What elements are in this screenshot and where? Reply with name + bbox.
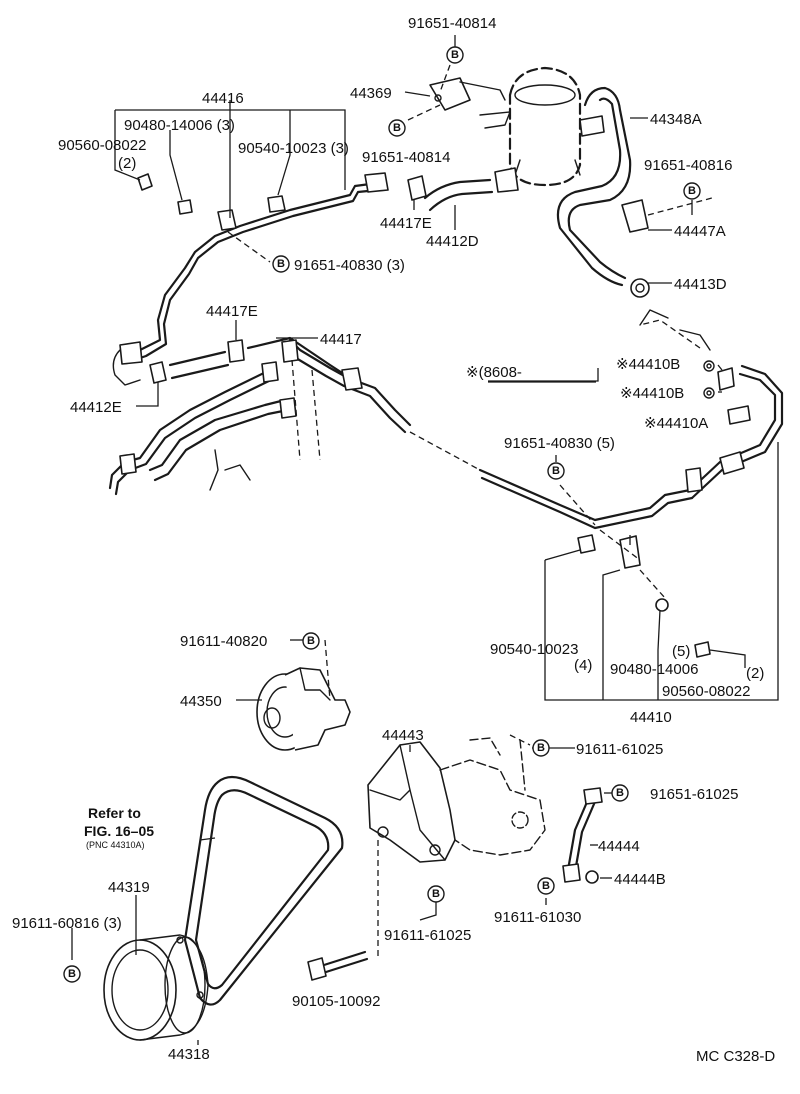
label-91651-40830-5: 91651-40830 (5) bbox=[504, 435, 615, 452]
bolt-marker-91611-40820: B bbox=[302, 632, 320, 650]
label-figure-code: MC C328-D bbox=[696, 1048, 775, 1065]
label-44416: 44416 bbox=[202, 90, 244, 107]
drive-belt bbox=[183, 775, 344, 1006]
label-refer-fig: FIG. 16–05 bbox=[84, 823, 154, 839]
label-91611-61025-top: 91611-61025 bbox=[576, 741, 663, 758]
bracket-44369 bbox=[429, 77, 511, 129]
svg-text:B: B bbox=[451, 49, 459, 61]
svg-text:B: B bbox=[616, 787, 624, 799]
label-90480-14006: 90480-14006 bbox=[610, 661, 698, 678]
pressure-tube-44410 bbox=[409, 309, 784, 530]
bolt-marker-91651-40814-mid: B bbox=[388, 119, 406, 137]
clamp-44413D bbox=[630, 278, 650, 298]
label-90560-08022-qty: (2) bbox=[118, 155, 136, 172]
label-44348A: 44348A bbox=[650, 111, 702, 128]
pressure-tube-44416 bbox=[112, 172, 389, 386]
label-90540-10023-3: 90540-10023 (3) bbox=[238, 140, 349, 157]
svg-text:B: B bbox=[542, 880, 550, 892]
pulley-44319 bbox=[103, 934, 209, 1041]
clamp-44447A bbox=[621, 197, 713, 233]
stay-44444 bbox=[562, 787, 603, 884]
svg-text:B: B bbox=[552, 465, 560, 477]
label-91611-61025-bot: 91611-61025 bbox=[384, 927, 471, 944]
bolt-marker-91651-40830-5: B bbox=[547, 462, 565, 480]
label-91651-61025: 91651-61025 bbox=[650, 786, 738, 803]
bolt-marker-91651-40814-top: B bbox=[446, 46, 464, 64]
hose-44348A bbox=[556, 86, 632, 287]
label-44350: 44350 bbox=[180, 693, 222, 710]
bolt-marker-91611-61025-bot: B bbox=[427, 885, 445, 903]
small-fittings-44416 bbox=[137, 173, 286, 215]
hose-44412E bbox=[149, 336, 352, 384]
label-44410A: ※44410A bbox=[644, 415, 708, 432]
label-91651-40830-3: 91651-40830 (3) bbox=[294, 257, 405, 274]
label-90560-08022: 90560-08022 bbox=[58, 137, 146, 154]
label-90540-10023: 90540-10023 bbox=[490, 641, 578, 658]
part-labels: 91651-40814 44369 44348A 44416 90480-140… bbox=[12, 15, 775, 1065]
svg-text:B: B bbox=[537, 742, 545, 754]
bracket-44443 bbox=[367, 737, 546, 863]
bolt-marker-91611-60816: B bbox=[63, 965, 81, 983]
bolt-marker-91611-61025-top: B bbox=[532, 739, 550, 757]
reservoir-tank bbox=[508, 66, 582, 187]
bolt-marker-91651-40816: B bbox=[683, 182, 701, 200]
label-91611-40820: 91611-40820 bbox=[180, 633, 267, 650]
svg-text:B: B bbox=[68, 968, 76, 980]
union-bolt-44410A bbox=[727, 405, 751, 425]
label-44444B: 44444B bbox=[614, 871, 666, 888]
label-44417E-top: 44417E bbox=[380, 215, 432, 232]
label-8608: ※(8608- bbox=[466, 364, 522, 381]
label-90480-14006-qty: (5) bbox=[672, 643, 690, 660]
label-refer-pnc: (PNC 44310A) bbox=[86, 840, 145, 850]
svg-text:B: B bbox=[688, 185, 696, 197]
label-90540-10023-qty: (4) bbox=[574, 657, 592, 674]
label-91651-40816: 91651-40816 bbox=[644, 157, 732, 174]
label-44412E: 44412E bbox=[70, 399, 122, 416]
svg-text:B: B bbox=[393, 122, 401, 134]
label-44318: 44318 bbox=[168, 1046, 210, 1063]
label-44410: 44410 bbox=[630, 709, 672, 726]
orings-44410B bbox=[703, 360, 715, 399]
return-tube-44417 bbox=[108, 338, 412, 496]
label-44413D: 44413D bbox=[674, 276, 727, 293]
bolt-marker-91651-40830-3: B bbox=[272, 255, 290, 273]
label-44447A: 44447A bbox=[674, 223, 726, 240]
label-44319: 44319 bbox=[108, 879, 150, 896]
label-44412D: 44412D bbox=[426, 233, 479, 250]
label-44369: 44369 bbox=[350, 85, 392, 102]
svg-text:B: B bbox=[432, 888, 440, 900]
label-91651-40814-top: 91651-40814 bbox=[408, 15, 496, 32]
label-90105-10092: 90105-10092 bbox=[292, 993, 380, 1010]
label-91611-60816-3: 91611-60816 (3) bbox=[12, 915, 122, 932]
label-91611-61030: 91611-61030 bbox=[494, 909, 581, 926]
label-44443: 44443 bbox=[382, 727, 424, 744]
small-parts-44410 bbox=[559, 484, 711, 658]
bolt-90105-10092 bbox=[307, 840, 379, 981]
label-90560-08022-b: 90560-08022 bbox=[662, 683, 750, 700]
label-44410B-1: ※44410B bbox=[616, 356, 680, 373]
label-44417: 44417 bbox=[320, 331, 362, 348]
label-90560-08022-b-qty: (2) bbox=[746, 665, 764, 682]
svg-text:B: B bbox=[277, 258, 285, 270]
pump-44350 bbox=[256, 639, 351, 751]
label-refer-to: Refer to bbox=[88, 805, 141, 821]
svg-text:B: B bbox=[307, 635, 315, 647]
label-44410B-2: ※44410B bbox=[620, 385, 684, 402]
label-44444: 44444 bbox=[598, 838, 640, 855]
bolt-marker-91651-61025: B bbox=[611, 784, 629, 802]
leader-lines bbox=[71, 35, 779, 1045]
bolt-marker-91611-61030: B bbox=[537, 877, 555, 895]
label-44417E-mid: 44417E bbox=[206, 303, 258, 320]
hose-44412D bbox=[407, 167, 519, 212]
label-90480-14006-3: 90480-14006 (3) bbox=[124, 117, 235, 134]
label-91651-40814-mid: 91651-40814 bbox=[362, 149, 450, 166]
